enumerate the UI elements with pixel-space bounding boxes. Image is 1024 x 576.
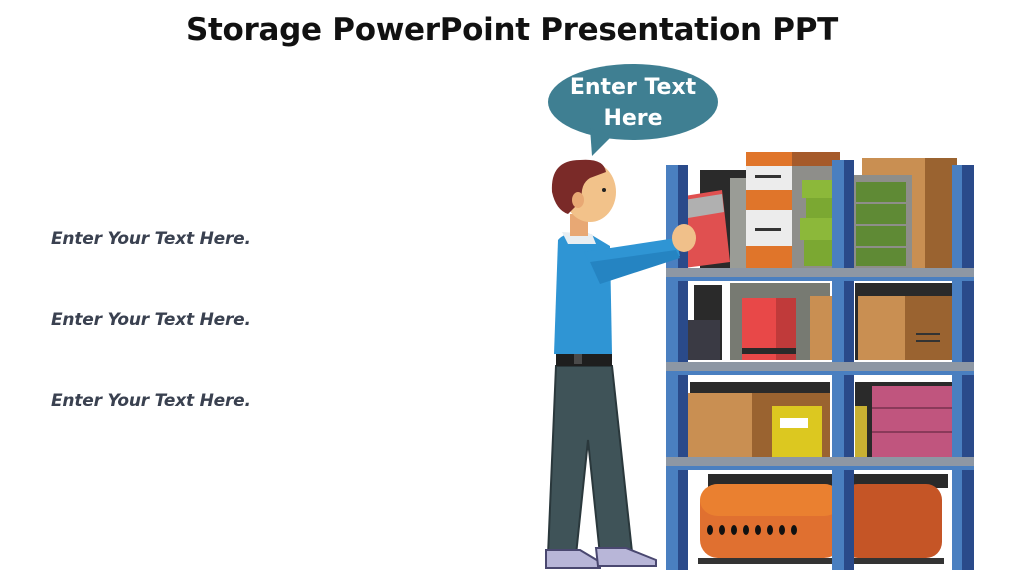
speech-bubble-line-1: Enter Text — [569, 75, 697, 100]
bullet-text-3: Enter Your Text Here. — [51, 391, 251, 411]
slide-title: Storage PowerPoint Presentation PPT — [186, 12, 838, 48]
shelf-unit-icon — [666, 152, 974, 570]
man-figure-icon — [545, 159, 696, 569]
bullet-text-1: Enter Your Text Here. — [51, 229, 251, 249]
speech-bubble-line-2: Here — [603, 106, 663, 131]
speech-bubble-icon — [548, 64, 718, 156]
bullet-text-2: Enter Your Text Here. — [51, 310, 251, 330]
speech-bubble-text: Enter Text Here — [548, 72, 718, 134]
